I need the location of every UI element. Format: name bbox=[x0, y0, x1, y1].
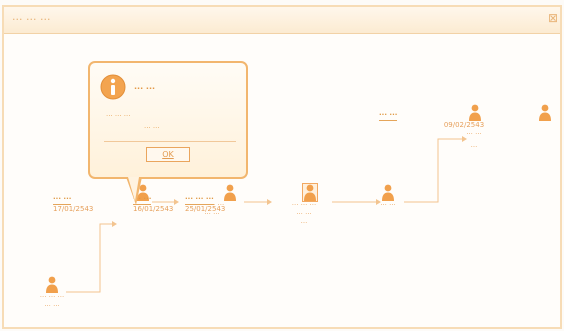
node-name: ··· ··· bbox=[44, 302, 60, 310]
dialog-title: ··· ··· bbox=[134, 84, 156, 93]
workflow-node[interactable]: ··· ··· bbox=[343, 184, 433, 210]
node-action-label: ··· ··· bbox=[53, 195, 72, 205]
node-name: ··· ··· ··· bbox=[39, 293, 65, 301]
window-title: ··· ··· ··· bbox=[12, 13, 51, 26]
arrowhead-n4 bbox=[376, 199, 381, 205]
window-titlebar: ··· ··· ··· ⊠ bbox=[4, 7, 560, 34]
node-name: ··· ··· bbox=[466, 130, 482, 138]
node-name: ··· ··· bbox=[380, 201, 396, 209]
dialog-message-line: ··· ··· bbox=[144, 124, 160, 132]
node-name: ··· ··· bbox=[135, 201, 151, 209]
node-name: ··· ··· bbox=[204, 210, 220, 218]
workflow-node[interactable]: ··· ··· ··· ··· ··· bbox=[7, 276, 97, 311]
arrowhead-n5 bbox=[462, 136, 467, 142]
node-name: ··· bbox=[300, 219, 308, 227]
person-icon bbox=[539, 104, 551, 121]
node-date: 17/01/2543 bbox=[53, 205, 94, 213]
person-icon bbox=[469, 104, 481, 121]
person-icon bbox=[382, 184, 394, 201]
node-action-label: ··· ··· bbox=[379, 111, 398, 121]
workflow-node-selected[interactable]: ··· ··· ··· 25/01/2543 ··· ··· ··· ··· ·… bbox=[185, 183, 349, 228]
node-date: 25/01/2543 bbox=[185, 205, 226, 213]
info-icon bbox=[100, 74, 126, 100]
node-name: ··· ··· ··· bbox=[199, 201, 225, 209]
connector-bottomleft-n1 bbox=[66, 223, 112, 293]
person-icon bbox=[46, 276, 58, 293]
arrowhead-n3 bbox=[267, 199, 272, 205]
ok-button[interactable]: OK bbox=[146, 147, 190, 162]
workflow-connectors bbox=[66, 136, 467, 293]
dialog-divider bbox=[104, 141, 236, 142]
arrowhead-n2 bbox=[174, 199, 179, 205]
arrowhead-n1 bbox=[112, 221, 117, 227]
node-action-label: ··· ··· bbox=[133, 195, 152, 205]
workflow-node[interactable]: ··· ··· 09/02/2543 ··· ··· ··· bbox=[379, 102, 519, 152]
dialog-message-line: ··· ··· ··· bbox=[106, 112, 131, 120]
person-icon bbox=[224, 184, 236, 201]
node-date: 16/01/2543 bbox=[133, 205, 174, 213]
node-action-label: ··· ··· ··· bbox=[185, 195, 214, 205]
node-date: 09/02/2543 bbox=[443, 121, 485, 129]
person-icon bbox=[302, 183, 318, 202]
node-name: ··· ··· bbox=[296, 210, 312, 218]
node-name: ··· bbox=[470, 143, 478, 151]
workflow-window: ··· ··· ··· ⊠ ··· ··· ··· ··· · bbox=[2, 5, 562, 329]
node-name: ··· ··· ··· bbox=[291, 201, 317, 209]
workflow-canvas: ··· ··· ··· ··· ··· ··· ··· 17/01/2543 ·… bbox=[4, 34, 560, 327]
info-dialog: ··· ··· ··· ··· ··· ··· ··· OK bbox=[88, 61, 248, 205]
connector-n4-n5 bbox=[404, 138, 462, 203]
workflow-node[interactable] bbox=[500, 104, 564, 121]
close-icon[interactable]: ⊠ bbox=[547, 11, 558, 25]
workflow-node[interactable]: ··· ··· 16/01/2543 ··· ··· ··· ··· ··· bbox=[133, 184, 257, 219]
